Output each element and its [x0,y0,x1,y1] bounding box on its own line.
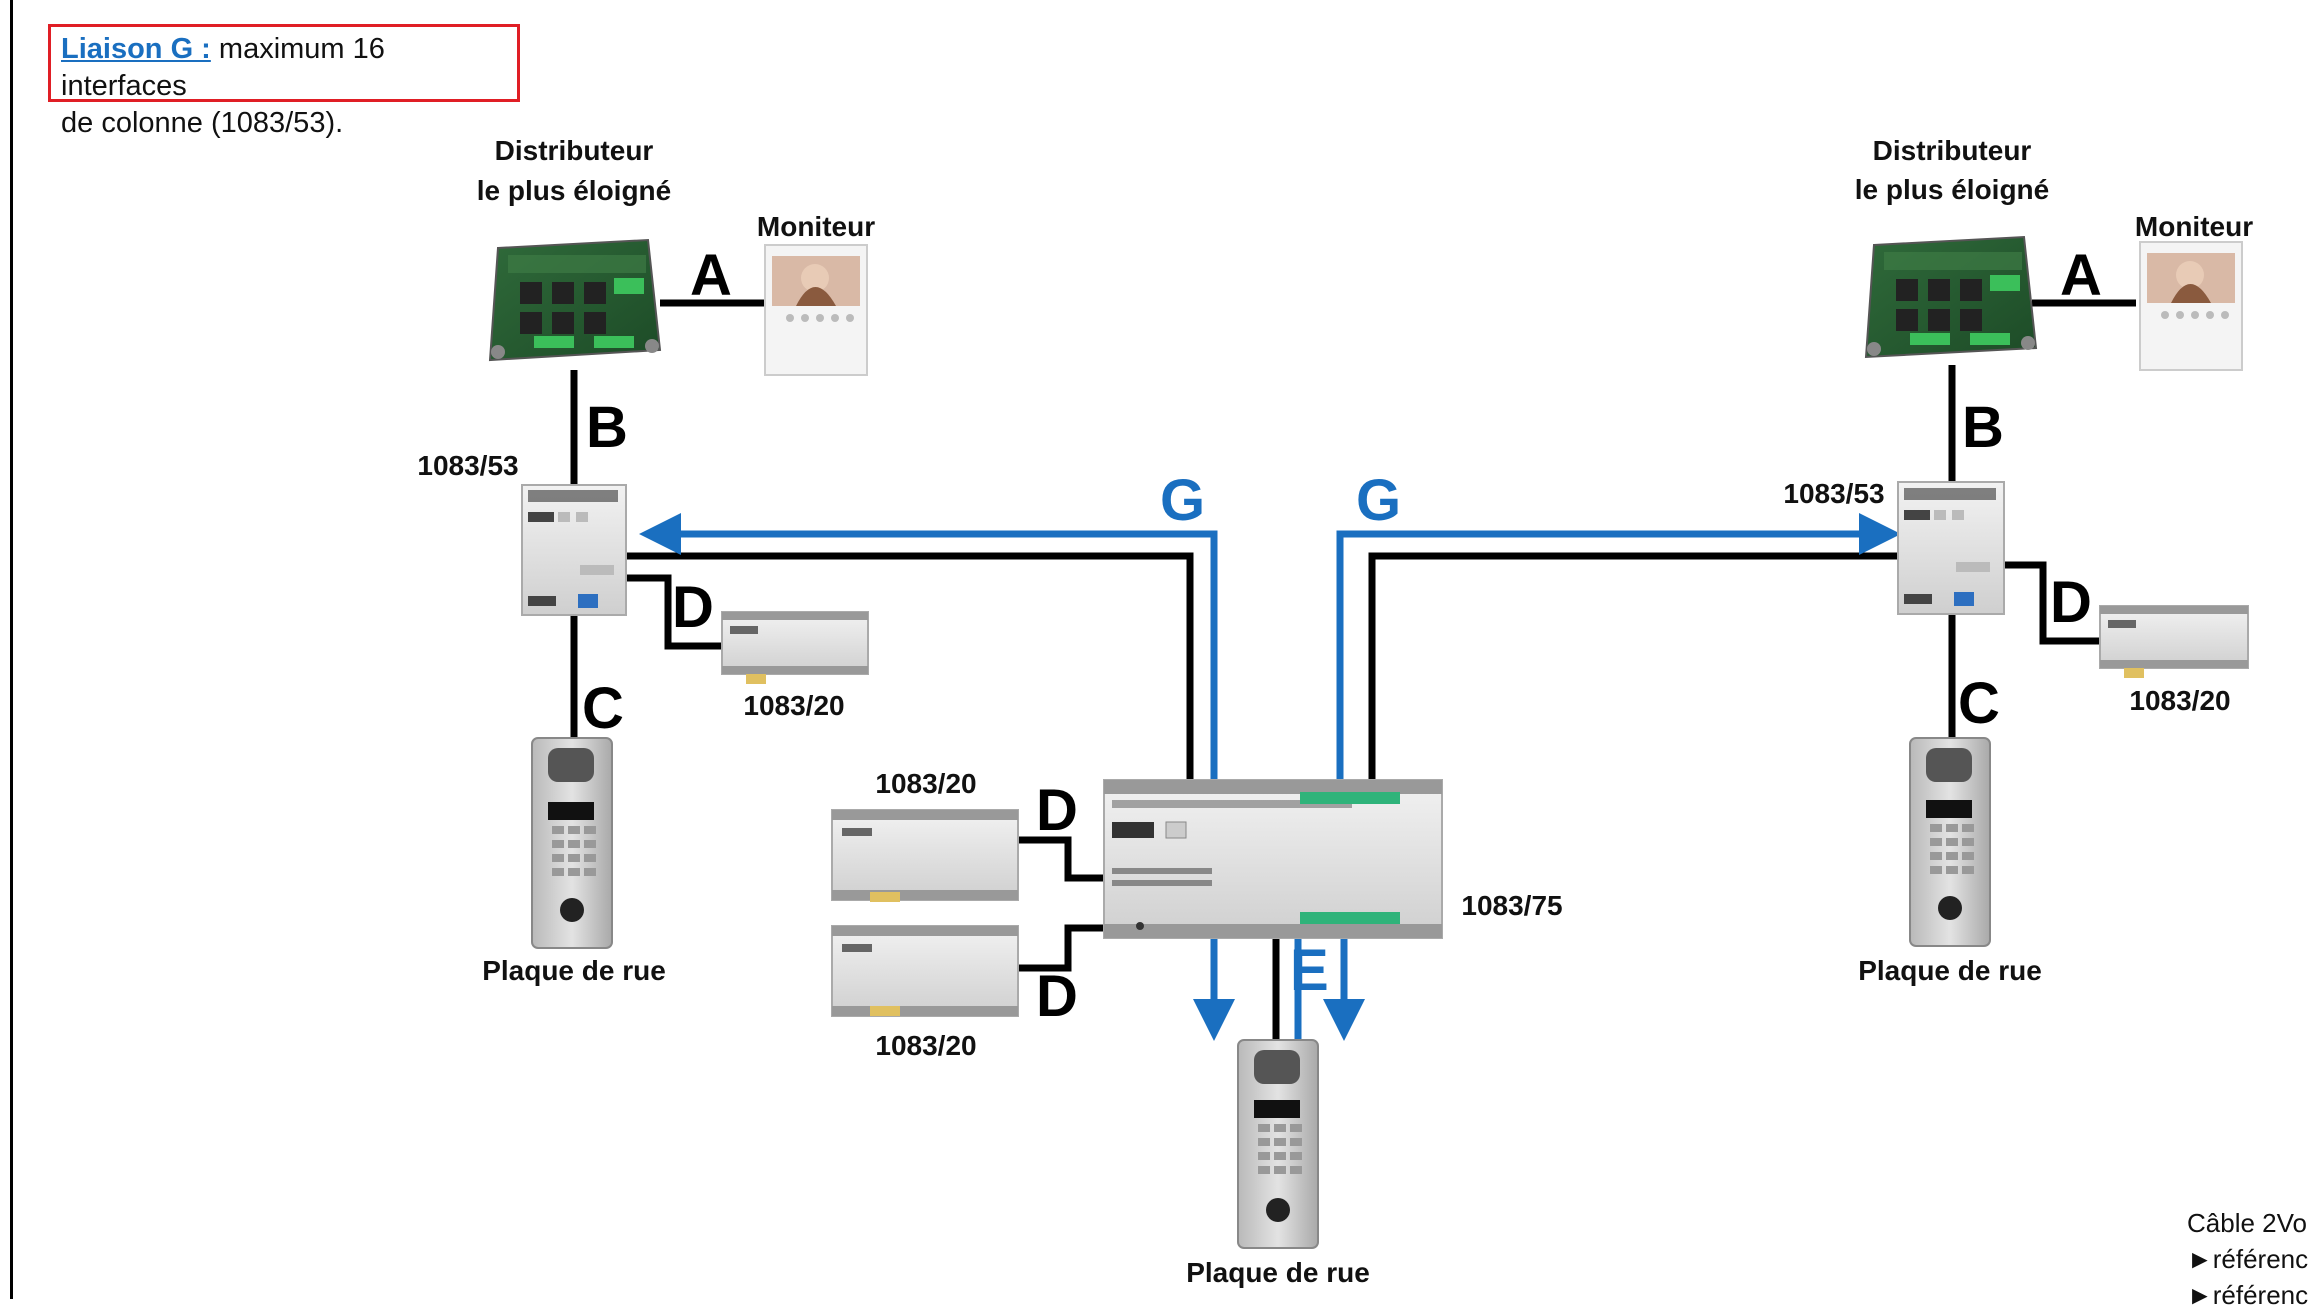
label-distributor-right-line1: Distributeur [1873,135,2032,166]
label-street-panel-center: Plaque de rue [1186,1257,1370,1288]
monitor-right [2139,241,2243,371]
street-panel-right [1909,737,1991,947]
wire-d-center-lower [1018,924,1104,972]
note-box: Liaison G : maximum 16 interfaces de col… [48,24,520,139]
blue-wires [639,513,1901,1041]
street-panel-left [531,737,613,949]
distributor-pcb-left [488,238,662,362]
label-distributor-right-line2: le plus éloigné [1855,174,2049,205]
letter-a-right: A [2060,243,2102,308]
wire-g-black-left [626,552,1194,780]
letter-d-center-upper: D [1036,778,1078,843]
letter-d-center-lower: D [1036,964,1078,1029]
interface-1083-53-left [521,484,627,616]
power-1083-20-center-upper [831,809,1019,902]
legend-line2: ►référenc [2187,1280,2309,1310]
label-1083-20-center-upper: 1083/20 [875,768,976,799]
legend-title: Câble 2Vo [2187,1208,2307,1238]
label-street-panel-left: Plaque de rue [482,955,666,986]
letter-e-center: E [1290,938,1329,1003]
distributor-pcb-right [1864,235,2038,359]
wire-g-blue-right [1336,513,1901,780]
label-1083-53-left: 1083/53 [417,450,518,481]
interface-1083-53-right [1897,481,2005,615]
wire-g-blue-left [639,513,1218,780]
letter-g-left: G [1160,468,1205,533]
note-title: Liaison G : [61,33,211,65]
power-1083-20-center-lower [831,925,1019,1017]
black-wires [570,299,2136,1040]
interface-1083-75 [1103,779,1443,939]
legend-line1: ►référenc [2187,1244,2309,1274]
label-1083-75: 1083/75 [1461,890,1562,921]
label-monitor-left: Moniteur [757,211,875,242]
wire-d-left [626,574,722,650]
street-panel-center [1237,1039,1319,1249]
letter-d-right: D [2050,570,2092,635]
label-1083-53-right: 1083/53 [1783,478,1884,509]
letter-c-left: C [582,676,624,741]
label-1083-20-right: 1083/20 [2129,685,2230,716]
letter-a-left: A [690,243,732,308]
label-1083-20-center-lower: 1083/20 [875,1030,976,1061]
cable-legend: Câble 2Vo ►référenc ►référenc [2187,1205,2308,1313]
left-border-rule [10,0,13,1299]
wire-g-black-right [1368,552,1898,780]
letter-b-right: B [1962,395,2004,460]
label-street-panel-right: Plaque de rue [1858,955,2042,986]
wire-d-right [2004,561,2100,645]
wire-letters: A B C D G G D D E A B C D [582,243,2102,1029]
label-1083-20-left: 1083/20 [743,690,844,721]
monitor-left [764,244,868,376]
label-distributor-left-line1: Distributeur [495,135,654,166]
power-1083-20-left [721,611,869,684]
label-monitor-right: Moniteur [2135,211,2253,242]
label-distributor-left-line2: le plus éloigné [477,175,671,206]
note-text-line2: de colonne (1083/53). [61,107,344,139]
letter-d-left: D [672,575,714,640]
note-text-line1: maximum 16 interfaces [61,33,385,102]
letter-g-right: G [1356,468,1401,533]
power-1083-20-right [2099,605,2249,678]
wire-d-center-upper [1018,836,1104,882]
letter-b-left: B [586,395,628,460]
letter-c-right: C [1958,671,2000,736]
